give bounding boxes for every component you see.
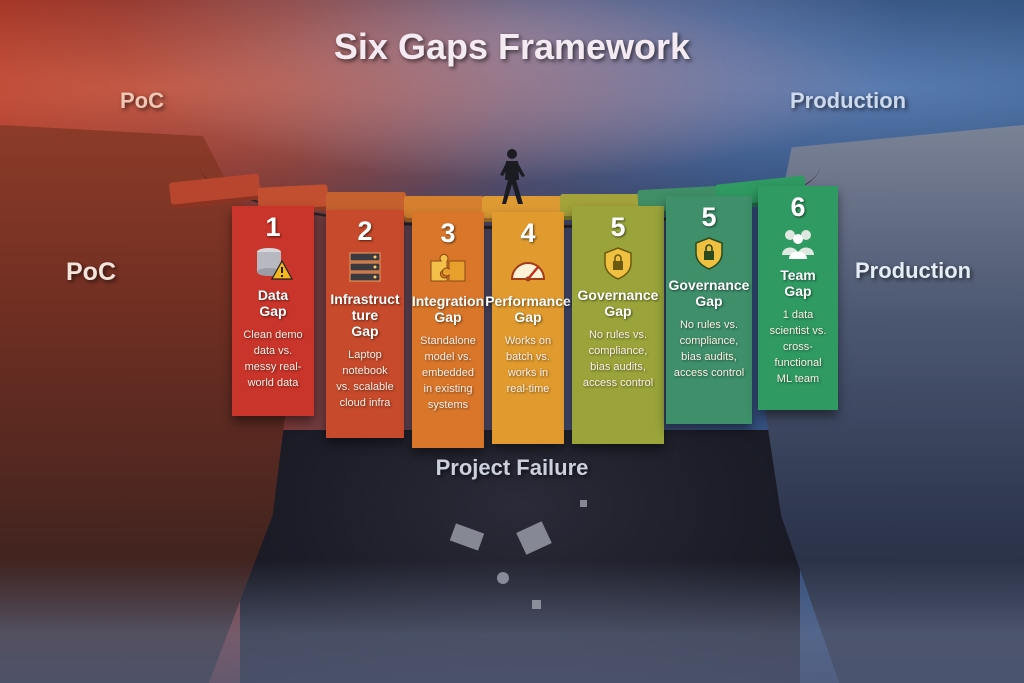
gap-description: Standalone model vs. embedded in existin… xyxy=(420,335,476,411)
gap-number: 4 xyxy=(520,218,536,248)
production-label-top: Production xyxy=(790,88,907,113)
gap-description: Laptop notebook vs. scalable cloud infra xyxy=(336,349,394,409)
gap-panel-3: 3 Integration Gap Standalone model vs. e… xyxy=(412,212,484,448)
gap-number: 6 xyxy=(790,192,806,222)
gap-description: No rules vs. compliance, bias audits, ac… xyxy=(673,319,745,379)
gap-title: Governance Gap xyxy=(668,277,750,309)
gap-panel-6: 6 Team Gap 1 data scientist vs. cross- f… xyxy=(758,186,838,410)
gap-number: 1 xyxy=(265,212,281,242)
gap-description: No rules vs. compliance, bias audits, ac… xyxy=(582,329,654,389)
gap-title: Performance Gap xyxy=(485,293,571,325)
gap-panel-5b: 5 Governance Gap No rules vs. compliance… xyxy=(666,196,752,424)
production-label-cliff: Production xyxy=(855,258,972,283)
gap-title: Data Gap xyxy=(257,287,289,319)
gap-number: 5 xyxy=(610,212,626,242)
gap-panel-4: 4 Performance Gap Works on batch vs. wor… xyxy=(485,212,571,444)
gap-description: Works on batch vs. works in real-time xyxy=(504,335,552,395)
gap-description: 1 data scientist vs. cross- functional M… xyxy=(769,309,827,385)
shield-lock-icon xyxy=(604,247,632,280)
shield-lock-icon xyxy=(695,237,723,270)
gap-number: 2 xyxy=(357,216,373,246)
project-failure-label: Project Failure xyxy=(435,455,589,480)
falling-debris xyxy=(580,500,587,507)
gap-title: Integration Gap xyxy=(411,293,485,325)
speedometer-icon xyxy=(510,262,546,282)
puzzle-pieces-icon xyxy=(430,253,466,282)
falling-debris xyxy=(497,572,509,584)
team-people-icon xyxy=(782,230,814,259)
gap-panel-1: 1 Data Gap Clean demo data vs. messy rea… xyxy=(232,206,314,416)
gap-title: Governance Gap xyxy=(577,287,659,319)
gap-title: Infrastruct ture Gap xyxy=(330,291,400,339)
database-warning-icon xyxy=(257,248,294,280)
gap-panel-2: 2 Infrastruct ture Gap Laptop notebook v… xyxy=(326,210,404,438)
fog xyxy=(0,560,1024,683)
page-title: Six Gaps Framework xyxy=(333,26,691,67)
poc-label-top: PoC xyxy=(120,88,164,113)
gap-title: Team Gap xyxy=(780,267,816,299)
gap-number: 5 xyxy=(701,202,717,232)
gap-description: Clean demo data vs. messy real- world da… xyxy=(243,329,303,389)
gap-panel-5a: 5 Governance Gap No rules vs. compliance… xyxy=(572,206,664,444)
server-rack-icon xyxy=(349,252,381,282)
falling-debris xyxy=(532,600,541,609)
gap-number: 3 xyxy=(440,218,456,248)
walking-person-icon xyxy=(500,149,525,204)
poc-label-cliff: PoC xyxy=(66,258,116,286)
